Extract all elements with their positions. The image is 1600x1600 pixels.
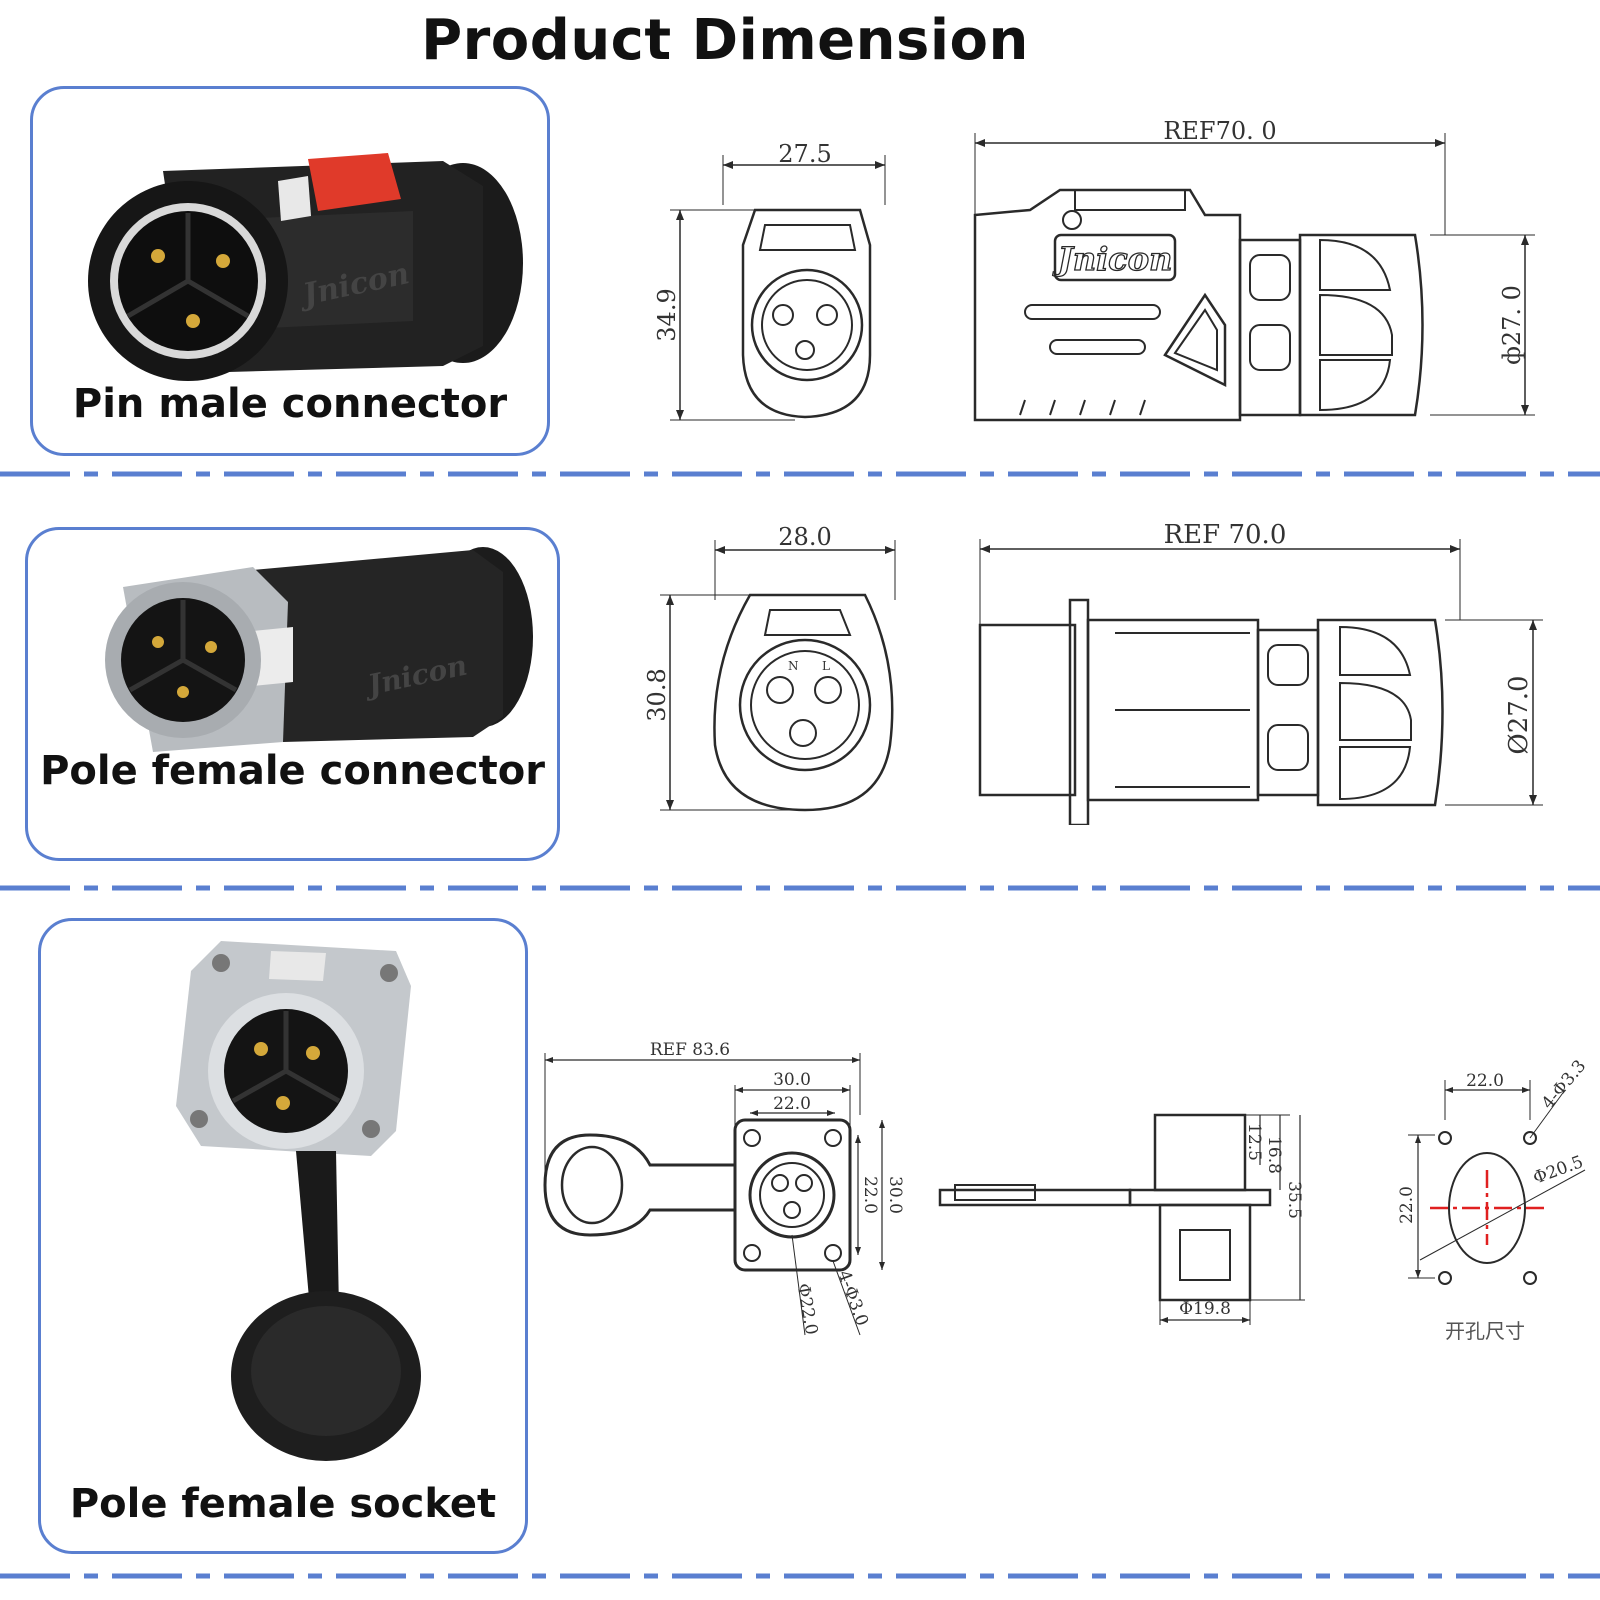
section-divider [0, 471, 1600, 477]
card-pin-male: Jnicon Pin male connector [30, 86, 550, 456]
card-label: Pin male connector [72, 381, 508, 427]
card-label: Pole female connector [40, 748, 545, 794]
dim-flange-width: 30.0 [773, 1070, 811, 1090]
pole-female-side-drawing: REF 70.0 Ø27.0 [978, 520, 1543, 825]
card-pole-female-connector: Jnicon Pole female connector [25, 527, 560, 861]
panel-cutout-drawing: 22.0 22.0 4-Φ3.3 Φ20.5 开孔尺寸 [1397, 1060, 1590, 1343]
card-pole-female-socket: Pole female socket [38, 918, 528, 1554]
card-label: Pole female socket [69, 1481, 497, 1527]
dim-height-1: 12.5 [1244, 1123, 1264, 1161]
dim-hole-spacing-v: 22.0 [860, 1176, 880, 1214]
dim-front-height: 34.9 [655, 288, 681, 341]
pole-female-socket-photo [176, 941, 421, 1461]
dim-cutout-diameter: Φ20.5 [1531, 1152, 1587, 1189]
pin-male-front-drawing: 27.5 34.9 [655, 140, 886, 421]
dim-side-diameter: ф27. 0 [1498, 285, 1526, 365]
dim-height-2: 16.8 [1264, 1136, 1284, 1174]
dim-mount-holes: 4-Φ3.0 [833, 1268, 871, 1329]
section-divider [0, 1573, 1600, 1579]
dim-side-length: REF 70.0 [1164, 520, 1287, 550]
dim-flange-height: 30.0 [885, 1176, 905, 1214]
dim-height-total: 35.5 [1284, 1181, 1304, 1219]
dim-side-diameter: Ø27.0 [1504, 675, 1534, 754]
dim-front-width: 28.0 [778, 523, 831, 551]
pin-male-connector-photo: Jnicon [88, 153, 523, 381]
dim-cutout-spacing-h: 22.0 [1466, 1071, 1504, 1091]
dim-body-diameter: Φ22.0 [793, 1282, 822, 1336]
pole-female-connector-photo: Jnicon [105, 547, 533, 752]
dim-hole-spacing: 22.0 [773, 1094, 811, 1114]
dim-cutout-holes: 4-Φ3.3 [1538, 1060, 1590, 1113]
section-divider [0, 885, 1600, 891]
dim-front-width: 27.5 [778, 140, 831, 168]
pin-label-n: N [788, 659, 799, 673]
socket-side-drawing: 12.5 16.8 35.5 Φ19.8 [938, 1113, 1305, 1325]
page-title: Product Dimension [421, 8, 1029, 73]
cutout-caption: 开孔尺寸 [1445, 1319, 1525, 1343]
dim-base-diameter: Φ19.8 [1179, 1299, 1231, 1319]
dim-side-length: REF70. 0 [1163, 117, 1276, 145]
dim-cutout-spacing-v: 22.0 [1397, 1186, 1417, 1224]
pole-female-front-drawing: 28.0 30.8 N L [643, 523, 896, 812]
pin-male-side-drawing: REF70. 0 ф27. 0 Jnicon [973, 117, 1535, 422]
pin-label-l: L [822, 659, 830, 673]
dim-ref-length: REF 83.6 [650, 1040, 730, 1060]
socket-front-drawing: REF 83.6 30.0 22.0 30.0 22.0 Φ22.0 4-Φ3.… [543, 1040, 905, 1336]
dim-front-height: 30.8 [643, 668, 671, 721]
logo-text: Jnicon [1052, 240, 1173, 278]
